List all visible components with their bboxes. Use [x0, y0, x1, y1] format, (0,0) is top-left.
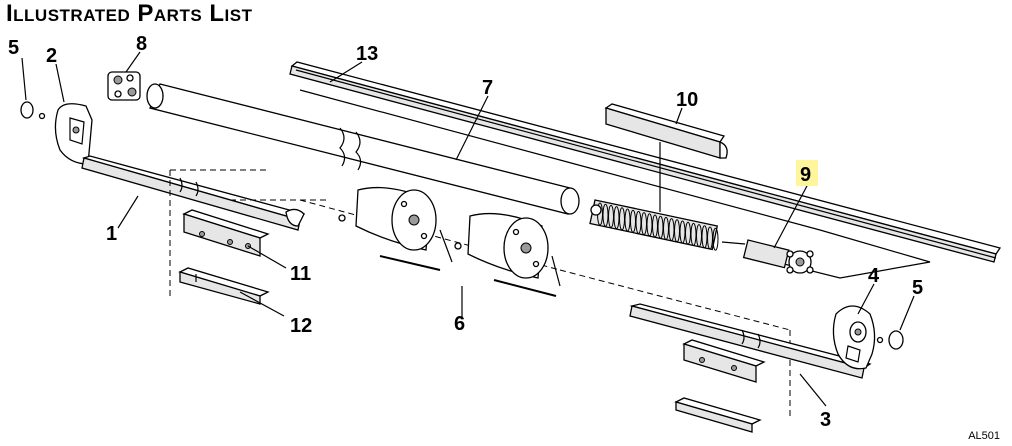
spring-coil [619, 207, 625, 231]
part-12-bracket [178, 267, 270, 305]
spring-coil [701, 225, 708, 249]
part-3-plates [674, 339, 766, 433]
part-13-rail [289, 61, 1002, 263]
callout-10: 10 [676, 89, 698, 111]
callout-5-left: 5 [8, 37, 19, 59]
spring-coil [657, 215, 664, 239]
figure-code: AL501 [968, 430, 1000, 442]
callout-4: 4 [868, 265, 880, 287]
spring-coil [685, 221, 691, 245]
assembly-outline [299, 89, 931, 279]
spring-coil [707, 226, 713, 250]
spring-coil [613, 206, 620, 230]
spring-coil [630, 209, 636, 233]
part-2-left-bracket [54, 103, 93, 165]
spring-coil [646, 213, 653, 237]
spring-coil [608, 204, 614, 228]
spring-coil [668, 218, 675, 242]
callout-12: 12 [290, 315, 312, 337]
part-6-drums [338, 186, 561, 297]
callout-9-highlight [796, 160, 818, 186]
callout-9: 9 [800, 164, 811, 186]
callout-11: 11 [290, 263, 311, 285]
part-7-tube [146, 83, 580, 215]
callout-8: 8 [136, 33, 147, 55]
spring-coil [641, 212, 647, 236]
spring-coil [674, 219, 680, 243]
leader-lines [21, 51, 915, 407]
spring-coil [696, 224, 702, 248]
part-1-left-rail [81, 155, 306, 231]
callout-7: 7 [482, 77, 493, 99]
callout-3: 3 [820, 409, 831, 431]
part-9-cone [786, 250, 814, 274]
part-3-right-rail [629, 303, 872, 379]
part-8-plug [107, 71, 141, 101]
part-10-cover [604, 103, 728, 159]
page-title: Illustrated Parts List [6, 0, 253, 27]
spring-coil [635, 210, 642, 234]
spring-coil [712, 227, 719, 251]
spring-coil [624, 208, 631, 232]
callout-6: 6 [454, 313, 465, 335]
spring-coil [652, 214, 658, 238]
part-5-left-cap [20, 101, 46, 120]
part-4-right-bracket [832, 305, 876, 370]
spring-coil [679, 220, 686, 244]
spring-assembly [589, 199, 790, 269]
callout-2: 2 [46, 45, 57, 67]
spring-coil [602, 203, 609, 227]
callout-5-right: 5 [912, 277, 923, 299]
spring-coil [663, 216, 669, 240]
callout-13: 13 [356, 43, 378, 65]
callout-1: 1 [106, 223, 117, 245]
part-5-right-cap [876, 330, 904, 350]
spring-coil [690, 222, 697, 246]
